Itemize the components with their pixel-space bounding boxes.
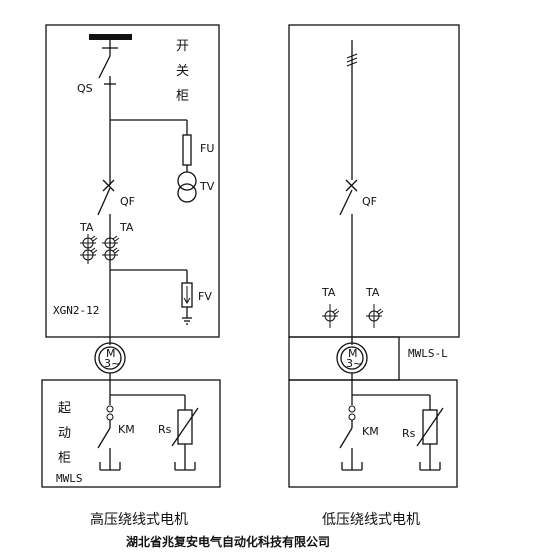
footer-company: 湖北省兆复安电气自动化科技有限公司 (126, 534, 330, 549)
right-ta1-symbol (322, 304, 340, 328)
left-fuse-fu (182, 134, 192, 166)
right-motor-phase: 3~ (346, 357, 362, 370)
right-motor-m: M (348, 347, 358, 360)
right-motor-panel-box (288, 336, 400, 381)
right-caption: 低压绕线式电机 (322, 512, 420, 528)
left-diagram: 开 关 柜 QS FU TV QF TA TA FV XGN2-12 M 3~ … (41, 24, 221, 528)
left-qs-label: QS (77, 82, 93, 95)
left-rs-label: Rs (158, 423, 172, 436)
right-ta1-label: TA (321, 286, 336, 299)
left-starter-model: MWLS (56, 472, 83, 485)
left-starter-label-1: 起 (58, 401, 71, 416)
left-motor-m: M (106, 347, 116, 360)
left-ta2-symbol (102, 235, 120, 261)
left-model-label: XGN2-12 (53, 304, 99, 317)
left-cabinet-label-3: 柜 (176, 89, 189, 104)
right-ta2-symbol (366, 304, 384, 328)
right-qf-label: QF (362, 195, 377, 208)
left-starter-label-3: 柜 (58, 451, 71, 466)
left-tv-coil-top (177, 171, 197, 191)
left-qf-label: QF (120, 195, 135, 208)
right-model-label: MWLS-L (408, 347, 448, 360)
left-tv-coil-bottom (177, 183, 197, 203)
left-fv-label: FV (198, 290, 212, 303)
left-qs-blade (98, 55, 111, 79)
left-cabinet-label-2: 关 (176, 64, 189, 79)
left-km-blade (97, 427, 111, 449)
left-starter-cabinet-box (41, 379, 221, 488)
left-caption: 高压绕线式电机 (90, 511, 188, 528)
left-switch-cabinet-box (45, 24, 220, 338)
right-qf-blade (339, 189, 353, 216)
left-fu-label: FU (200, 142, 214, 155)
left-ta2-label: TA (119, 221, 134, 234)
left-motor-inner (98, 346, 122, 370)
right-km-blade (339, 427, 353, 449)
left-km-label: KM (118, 423, 135, 436)
left-tv-label: TV (199, 180, 215, 193)
left-starter-label-2: 动 (58, 426, 71, 441)
left-cabinet-label-1: 开 (176, 39, 189, 54)
left-ta1-symbol (80, 234, 98, 264)
right-ta2-label: TA (365, 286, 380, 299)
left-qf-blade (97, 187, 111, 216)
right-motor-inner (340, 346, 364, 370)
left-ta1-label: TA (79, 221, 94, 234)
right-diagram: QF TA TA MWLS-L M 3~ KM Rs 低压绕线式电机 (288, 24, 460, 528)
right-rs-label: Rs (402, 427, 416, 440)
left-motor-phase: 3~ (104, 357, 120, 370)
right-km-label: KM (362, 425, 379, 438)
left-busbar (89, 34, 132, 40)
